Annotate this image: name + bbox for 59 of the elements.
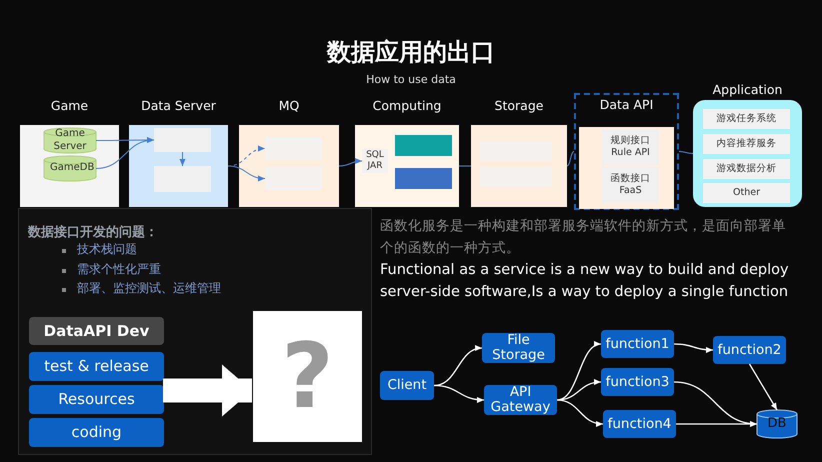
column-heading: Game	[50, 98, 90, 113]
component-box	[395, 168, 452, 189]
connector-line	[566, 151, 574, 166]
arrow	[338, 158, 362, 166]
arrow	[180, 152, 186, 166]
component-box	[154, 128, 211, 152]
bullet-item: 部署、监控测试、运维管理	[77, 280, 221, 297]
database-cylinder: Game Server	[44, 128, 96, 153]
arrow	[676, 421, 757, 427]
english-paragraph: Functional as a service is a new way to build and deploy server-side software,Is a way to deploy a single function	[380, 261, 790, 302]
title: 数据应用的出口	[327, 37, 495, 68]
arrow	[556, 399, 604, 426]
layer-bar: Resources	[29, 385, 164, 414]
flow-box: API Gateway	[484, 385, 557, 415]
service-box: 游戏数据分析	[703, 159, 790, 179]
flow-box: function3	[601, 368, 674, 396]
header-bar: DataAPI Dev	[29, 317, 164, 345]
flow-box: function2	[713, 336, 786, 364]
chinese-paragraph: 函数化服务是一种构建和部署服务端软件的新方式，是面向部署单个的函数的一种方式。	[380, 217, 787, 258]
column-heading: MQ	[278, 98, 300, 113]
service-box: 游戏任务系统	[703, 109, 790, 129]
layer-bar: coding	[29, 418, 164, 447]
component-box	[154, 166, 211, 192]
arrow	[228, 166, 266, 182]
component-box: SQL JAR	[362, 149, 388, 173]
arrow	[556, 380, 602, 401]
arrow	[674, 343, 714, 353]
api-box: 函数接口 FaaS	[602, 167, 659, 203]
subtitle: How to use data	[366, 73, 456, 86]
arrow	[96, 138, 154, 169]
service-box: 内容推荐服务	[703, 134, 790, 154]
component-box	[265, 167, 322, 190]
column-panel	[579, 127, 674, 209]
flow-box: function4	[603, 410, 676, 438]
component-box	[395, 135, 452, 156]
column-heading: Computing	[372, 98, 442, 113]
component-box	[265, 137, 322, 160]
column-heading: Data Server	[140, 98, 217, 113]
flow-box: File Storage	[482, 333, 555, 363]
column-heading: Storage	[494, 98, 544, 113]
service-box: Other	[703, 183, 790, 203]
arrow	[434, 346, 482, 386]
database-cylinder: DB	[757, 410, 797, 438]
database-cylinder: GameDB	[44, 156, 96, 181]
layer-bar: test & release	[29, 352, 164, 381]
block-arrow	[163, 364, 252, 416]
connector-line	[678, 151, 694, 154]
bullet-item: 需求个性化严重	[77, 260, 161, 278]
column-heading: Application	[712, 82, 784, 97]
panel-heading: 数据接口开发的问题：	[28, 224, 158, 241]
question-mark-card: ?	[253, 311, 362, 442]
api-box: 规则接口 Rule API	[602, 129, 659, 165]
flow-box: function1	[601, 330, 674, 358]
column-heading: Data API	[598, 97, 654, 112]
arrow	[434, 384, 484, 403]
flow-box: Client	[380, 371, 434, 400]
bullet-item: 技术栈问题	[77, 241, 137, 258]
arrow	[748, 364, 778, 410]
arrow	[556, 342, 602, 401]
